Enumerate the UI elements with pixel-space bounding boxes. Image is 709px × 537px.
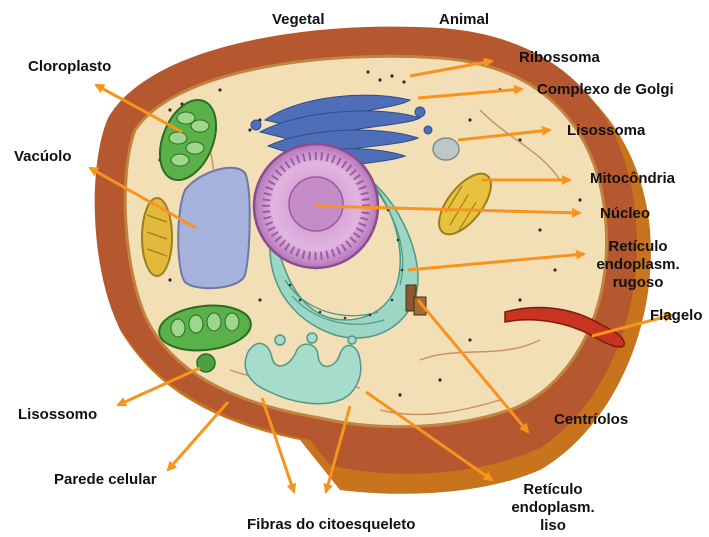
label-nucleo: Núcleo <box>600 205 650 223</box>
label-vacuolo: Vacúolo <box>14 148 72 166</box>
label-mitocondria: Mitocôndria <box>590 170 675 188</box>
label-ser-line2: endoplasm. <box>503 499 603 517</box>
label-lisossoma: Lisossoma <box>567 122 645 140</box>
label-rer-line2: endoplasm. <box>588 256 688 274</box>
label-ribossoma: Ribossoma <box>519 49 600 67</box>
label-parede-celular: Parede celular <box>54 471 157 489</box>
label-centriolos: Centríolos <box>554 411 628 429</box>
vacuole <box>178 168 249 288</box>
label-rer-line1: Retículo <box>588 238 688 256</box>
lysosome-animal <box>433 138 459 160</box>
mitochondrion-left <box>142 198 172 276</box>
label-cloroplasto: Cloroplasto <box>28 58 111 76</box>
label-lisossomo: Lisossomo <box>18 406 97 424</box>
label-ser: Retículo endoplasm. liso <box>503 481 603 535</box>
label-fibras-do-citoesqueleto: Fibras do citoesqueleto <box>247 516 415 534</box>
label-rer: Retículo endoplasm. rugoso <box>588 238 688 292</box>
label-flagelo: Flagelo <box>650 307 703 325</box>
header-vegetal: Vegetal <box>272 11 325 29</box>
header-animal: Animal <box>439 11 489 29</box>
label-ser-line1: Retículo <box>503 481 603 499</box>
label-rer-line3: rugoso <box>588 274 688 292</box>
label-ser-line3: liso <box>503 517 603 535</box>
label-complexo-de-golgi: Complexo de Golgi <box>537 81 674 99</box>
